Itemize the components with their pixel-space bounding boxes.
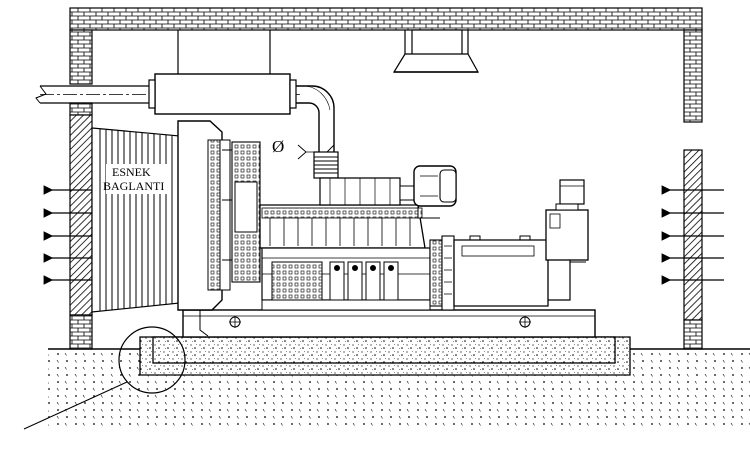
base-frame bbox=[182, 309, 596, 338]
right-wall-lower bbox=[683, 319, 703, 350]
anti-vibration-mount bbox=[229, 316, 241, 328]
flex-label-line2: BAGLANTI bbox=[103, 179, 164, 193]
concrete-foundation bbox=[139, 336, 631, 376]
flywheel-housing bbox=[429, 235, 455, 311]
flex-label-line1: ESNEK bbox=[112, 165, 151, 179]
exhaust-system: Ø bbox=[35, 30, 339, 179]
left-wall-frame bbox=[69, 102, 93, 116]
right-louver-wall bbox=[683, 149, 703, 321]
outlet-airflow-arrows bbox=[43, 185, 92, 285]
left-louver-wall bbox=[69, 114, 93, 316]
detail-circle bbox=[118, 326, 186, 394]
ceiling-hood bbox=[392, 29, 480, 73]
generator-set bbox=[177, 120, 596, 338]
diameter-label: Ø bbox=[272, 137, 284, 156]
left-wall-upper bbox=[69, 29, 93, 85]
inlet-airflow-arrows bbox=[661, 185, 724, 285]
exhaust-silencer bbox=[154, 73, 291, 115]
building bbox=[69, 7, 703, 350]
roof-slab bbox=[69, 7, 703, 31]
flexible-exhaust-bellows bbox=[313, 151, 339, 179]
control-panel bbox=[545, 179, 589, 261]
engine bbox=[231, 141, 457, 311]
leader-line bbox=[23, 381, 128, 430]
anti-vibration-mount bbox=[519, 316, 531, 328]
air-filter bbox=[413, 165, 457, 207]
left-wall-lower bbox=[69, 314, 93, 350]
flexible-air-connection: ESNEK BAGLANTI bbox=[91, 127, 181, 313]
detail-callout bbox=[23, 326, 186, 430]
radiator bbox=[177, 120, 236, 337]
alternator bbox=[453, 235, 586, 307]
right-wall-upper bbox=[683, 29, 703, 123]
